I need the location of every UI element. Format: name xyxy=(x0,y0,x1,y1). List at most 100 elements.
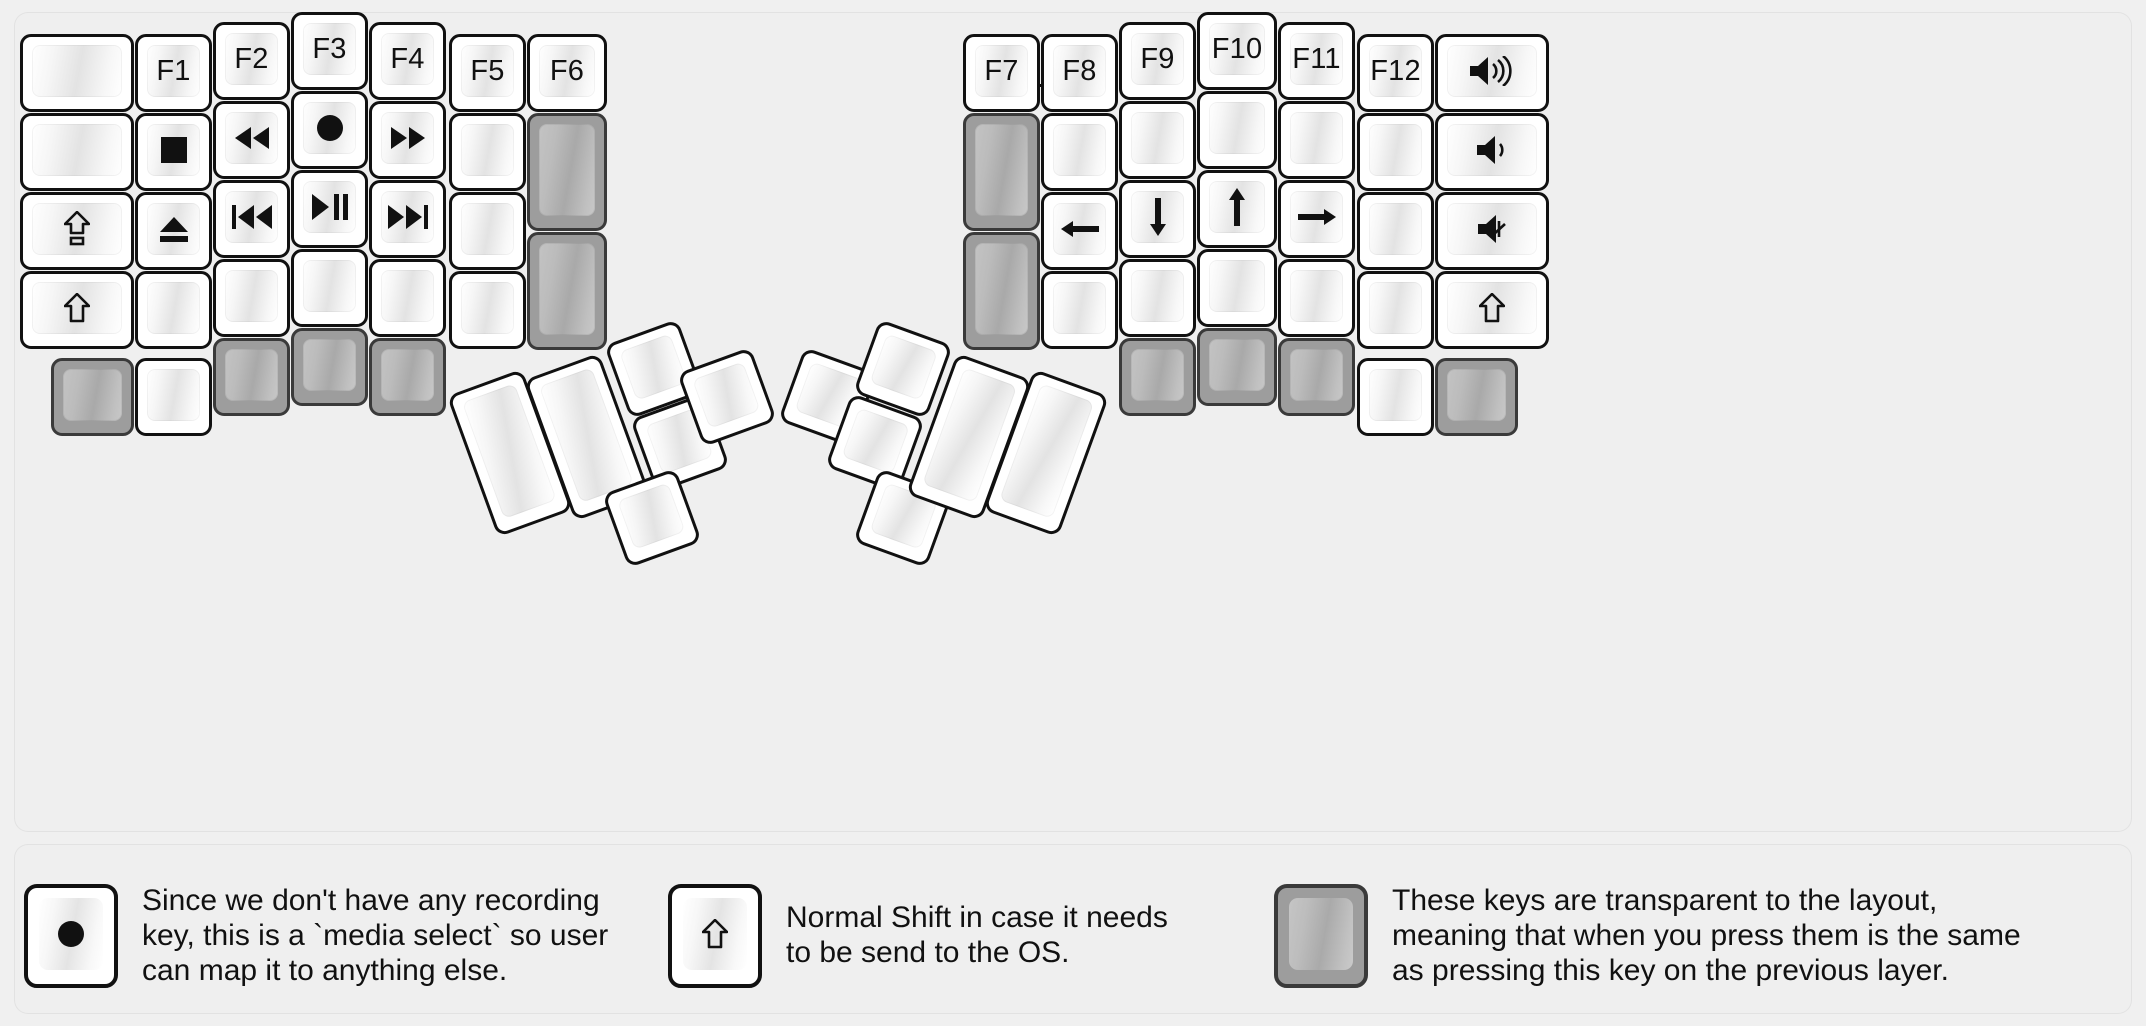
key-R-c1-r0[interactable]: F8 xyxy=(1041,34,1118,112)
key-cap xyxy=(147,282,200,334)
key-L-c5-r2[interactable] xyxy=(449,192,526,270)
key-cap: F4 xyxy=(381,33,434,85)
record-dot-icon xyxy=(58,921,84,948)
key-cap: F9 xyxy=(1131,33,1184,85)
key-cap xyxy=(381,349,434,401)
key-cap xyxy=(1209,260,1265,312)
key-cap xyxy=(1209,102,1265,154)
key-L-c6-r1[interactable] xyxy=(527,113,607,231)
key-R-c6-r0[interactable] xyxy=(1435,34,1549,112)
key-R-c1-r2[interactable] xyxy=(1041,192,1118,270)
eject-icon xyxy=(159,215,189,243)
key-L-c2-r0[interactable]: F2 xyxy=(213,22,290,100)
volume-mute-icon xyxy=(1478,214,1506,244)
key-R-c5-r0[interactable]: F12 xyxy=(1357,34,1434,112)
key-label: F3 xyxy=(312,32,347,65)
key-cap xyxy=(147,203,200,255)
key-L-c4-r0[interactable]: F4 xyxy=(369,22,446,100)
key-R-c3-r4[interactable] xyxy=(1197,328,1277,406)
key-R-c2-r0[interactable]: F9 xyxy=(1119,22,1196,100)
key-R-c5-r4[interactable] xyxy=(1357,358,1434,436)
key-cap: F8 xyxy=(1053,45,1106,97)
key-L-c0-r2[interactable] xyxy=(20,192,134,270)
prev-track-icon xyxy=(231,205,272,229)
key-R-c4-r1[interactable] xyxy=(1278,101,1355,179)
key-L-c3-r1[interactable] xyxy=(291,91,368,169)
key-cap xyxy=(1447,203,1537,255)
stop-square-icon xyxy=(160,137,187,163)
key-R-c0-r1[interactable] xyxy=(963,113,1040,231)
key-R-c3-r0[interactable]: F10 xyxy=(1197,12,1277,90)
key-R-c6-r4[interactable] xyxy=(1435,358,1518,436)
key-R-c3-r1[interactable] xyxy=(1197,91,1277,169)
key-L-c0-r0[interactable] xyxy=(20,34,134,112)
key-L-c3-r2[interactable] xyxy=(291,170,368,248)
key-L-c1-r1[interactable] xyxy=(135,113,212,191)
volume-up-icon xyxy=(1470,56,1514,86)
key-cap xyxy=(975,243,1028,335)
key-R-c6-r2[interactable] xyxy=(1435,192,1549,270)
key-cap xyxy=(619,333,688,401)
key-R-c2-r1[interactable] xyxy=(1119,101,1196,179)
key-L-c2-r2[interactable] xyxy=(213,180,290,258)
key-R-c2-r4[interactable] xyxy=(1119,338,1196,416)
key-cap xyxy=(1290,349,1343,401)
key-L-c5-r0[interactable]: F5 xyxy=(449,34,526,112)
key-L-c4-r4[interactable] xyxy=(369,338,446,416)
key-L-c1-r4[interactable] xyxy=(135,358,212,436)
key-L-c1-r2[interactable] xyxy=(135,192,212,270)
key-R-c4-r3[interactable] xyxy=(1278,259,1355,337)
key-L-c2-r3[interactable] xyxy=(213,259,290,337)
key-L-c2-r4[interactable] xyxy=(213,338,290,416)
key-L-c6-r0[interactable]: F6 xyxy=(527,34,607,112)
key-L-c4-r1[interactable] xyxy=(369,101,446,179)
key-R-c4-r4[interactable] xyxy=(1278,338,1355,416)
key-cap xyxy=(1447,282,1537,334)
arrow-left-icon xyxy=(1060,218,1099,240)
key-R-c2-r2[interactable] xyxy=(1119,180,1196,258)
key-cap xyxy=(1369,369,1422,421)
key-L-c3-r4[interactable] xyxy=(291,328,368,406)
key-L-c0-r4[interactable] xyxy=(51,358,134,436)
key-R-c5-r1[interactable] xyxy=(1357,113,1434,191)
key-L-c6-r2[interactable] xyxy=(527,232,607,350)
key-R-c3-r2[interactable] xyxy=(1197,170,1277,248)
shift-arrow-icon xyxy=(64,293,90,323)
key-R-c5-r3[interactable] xyxy=(1357,271,1434,349)
key-cap xyxy=(1290,270,1343,322)
record-dot-icon xyxy=(316,115,343,141)
key-R-c0-r0[interactable]: F7 xyxy=(963,34,1040,112)
legend-key-transparent xyxy=(1274,884,1368,989)
key-L-c3-r0[interactable]: F3 xyxy=(291,12,368,90)
key-L-c5-r1[interactable] xyxy=(449,113,526,191)
key-R-c4-r0[interactable]: F11 xyxy=(1278,22,1355,100)
key-L-c3-r3[interactable] xyxy=(291,249,368,327)
key-R-c4-r2[interactable] xyxy=(1278,180,1355,258)
key-L-c4-r2[interactable] xyxy=(369,180,446,258)
fast-forward-icon xyxy=(390,127,425,149)
key-R-c0-r2[interactable] xyxy=(963,232,1040,350)
key-cap: F2 xyxy=(225,33,278,85)
key-L-c0-r3[interactable] xyxy=(20,271,134,349)
key-R-c6-r1[interactable] xyxy=(1435,113,1549,191)
key-R-c1-r3[interactable] xyxy=(1041,271,1118,349)
key-R-c3-r3[interactable] xyxy=(1197,249,1277,327)
key-R-c2-r3[interactable] xyxy=(1119,259,1196,337)
key-R-c6-r3[interactable] xyxy=(1435,271,1549,349)
key-cap: F11 xyxy=(1290,33,1343,85)
volume-down-icon xyxy=(1477,135,1507,165)
key-L-c2-r1[interactable] xyxy=(213,101,290,179)
key-cap xyxy=(539,243,595,335)
key-R-c1-r1[interactable] xyxy=(1041,113,1118,191)
key-R-c5-r2[interactable] xyxy=(1357,192,1434,270)
key-L-c4-r3[interactable] xyxy=(369,259,446,337)
key-L-c5-r3[interactable] xyxy=(449,271,526,349)
key-L-c1-r0[interactable]: F1 xyxy=(135,34,212,112)
key-L-c1-r3[interactable] xyxy=(135,271,212,349)
arrow-up-icon xyxy=(1226,188,1248,226)
key-cap xyxy=(1369,203,1422,255)
key-cap xyxy=(63,369,122,421)
key-cap xyxy=(1447,45,1537,97)
key-label: F10 xyxy=(1211,32,1263,65)
key-L-c0-r1[interactable] xyxy=(20,113,134,191)
